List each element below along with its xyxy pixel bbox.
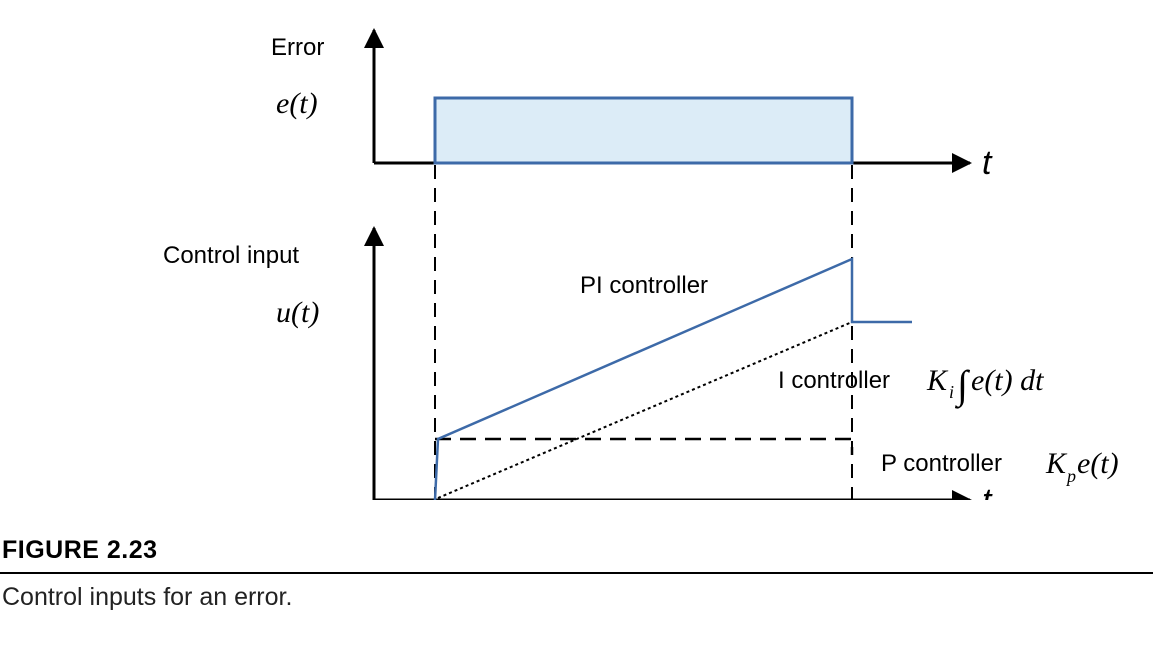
- p-controller-formula: K p e(t): [1045, 447, 1119, 486]
- error-pulse: [433, 96, 854, 165]
- bottom-y-axis-label: Control input: [163, 242, 299, 269]
- control-signal-label: u(t): [276, 296, 319, 329]
- pi-controller-curve: [433, 257, 912, 500]
- p-controller-curve: [435, 437, 854, 455]
- i-formula-k: K: [926, 364, 949, 397]
- p-formula-subscript: p: [1065, 466, 1076, 486]
- top-x-axis-label: t: [982, 144, 993, 182]
- i-controller-formula: K i ∫ e(t) dt: [926, 362, 1044, 409]
- figure-caption-title: FIGURE 2.23: [2, 536, 158, 564]
- figure-caption-text: Control inputs for an error.: [2, 583, 293, 611]
- error-signal-label: e(t): [276, 87, 318, 120]
- p-formula-k: K: [1045, 447, 1068, 480]
- p-controller-label: P controller: [881, 450, 1002, 477]
- i-formula-integral: ∫: [954, 362, 971, 409]
- i-formula-rest: e(t) dt: [971, 364, 1044, 397]
- caption-divider: [0, 572, 1153, 574]
- p-formula-rest: e(t): [1077, 447, 1119, 480]
- pi-controller-diagram: Error e(t) t Control input u(t) t PI con…: [163, 28, 1119, 500]
- bottom-x-axis-label: t: [982, 482, 993, 500]
- i-formula-subscript: i: [949, 382, 954, 402]
- pi-controller-label: PI controller: [580, 272, 708, 299]
- top-y-axis-label: Error: [271, 34, 324, 61]
- i-controller-label: I controller: [778, 367, 890, 394]
- i-controller-curve: [437, 321, 912, 499]
